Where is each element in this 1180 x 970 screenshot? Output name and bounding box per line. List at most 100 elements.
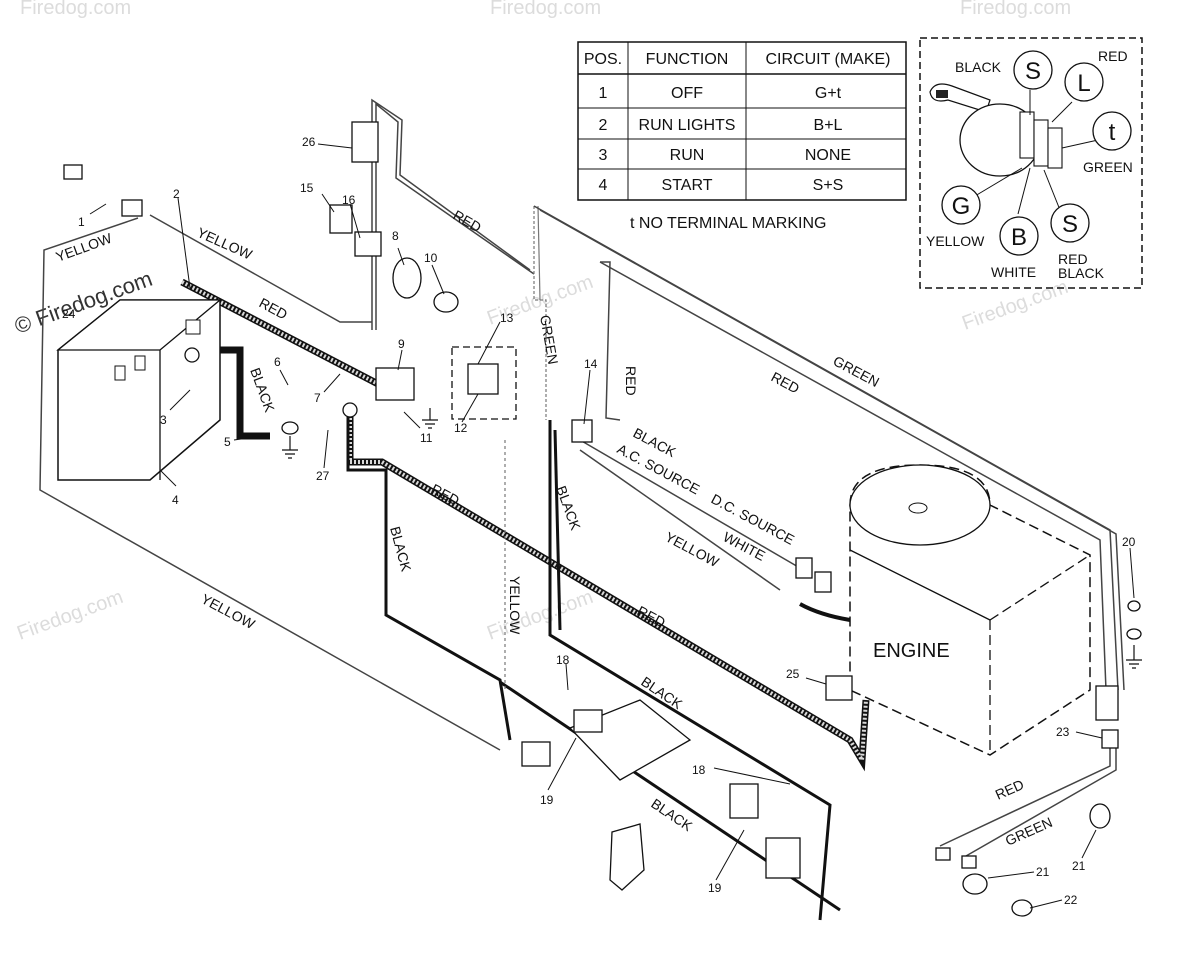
callout-number: 2	[173, 187, 180, 201]
callout-number: 3	[160, 413, 167, 427]
engine-label: ENGINE	[873, 640, 950, 662]
terminal-letter: G	[952, 193, 971, 220]
connector-icon	[121, 199, 143, 217]
callout-number: 4	[172, 493, 179, 507]
callout-number: 15	[300, 181, 314, 195]
callout-number: 7	[314, 391, 321, 405]
callout-number: 11	[420, 431, 433, 445]
wire-label: BLACK	[387, 525, 415, 574]
watermark: Firedog.com	[960, 0, 1071, 19]
connector-icon	[961, 855, 977, 869]
connector-icon	[63, 164, 83, 180]
connector-icon	[935, 847, 951, 861]
ground-icons	[282, 408, 1142, 669]
wire-label: WHITE	[991, 264, 1036, 280]
table-header: CIRCUIT (MAKE)	[765, 51, 890, 68]
connector-icon	[814, 571, 832, 593]
callout-number: 18	[692, 763, 706, 777]
terminal-letter: S	[1025, 58, 1041, 85]
connector-icon	[765, 837, 801, 879]
connector-icon	[521, 741, 551, 767]
table-cell: RUN	[670, 147, 705, 164]
wire-label: RED	[623, 366, 639, 396]
callout-number: 27	[316, 469, 330, 483]
washer-icon	[281, 421, 299, 435]
light-socket-icon	[962, 873, 988, 895]
screw-icon	[1127, 600, 1141, 612]
terminal-letter: S	[1062, 211, 1078, 238]
terminal-icon	[184, 347, 200, 363]
wire-label: YELLOW	[663, 529, 723, 571]
callout-number: 19	[540, 793, 554, 807]
callout-number: 18	[556, 653, 570, 667]
callout-number: 22	[1064, 893, 1078, 907]
function-table: POS. FUNCTION CIRCUIT (MAKE) 1 OFF G+t 2…	[577, 41, 907, 201]
watermark: Firedog.com	[20, 0, 131, 19]
callout-number: 21	[1072, 859, 1086, 873]
table-cell: 4	[599, 177, 608, 194]
solenoid-icon	[375, 367, 415, 401]
callout-number: 8	[392, 229, 399, 243]
bulb-icon	[1011, 899, 1033, 917]
callout-number: 9	[398, 337, 405, 351]
callout-number: 16	[342, 193, 356, 207]
table-cell: 1	[599, 85, 608, 102]
table-cell: OFF	[671, 85, 703, 102]
engine: ENGINE	[849, 464, 1091, 756]
callout-number: 10	[424, 251, 438, 265]
table-header: FUNCTION	[646, 51, 729, 68]
wire-label: RED	[769, 369, 803, 397]
table-cell: S+S	[813, 177, 844, 194]
table-cell: RUN LIGHTS	[639, 117, 736, 134]
components	[63, 121, 1142, 917]
switch-boundary	[451, 346, 517, 420]
connector-icon	[795, 557, 813, 579]
ignition-switch-inset: S L t G B S BLACK RED GREEN YELLOW WHITE…	[919, 37, 1143, 289]
battery	[56, 299, 222, 481]
terminal-letter: t	[1109, 119, 1116, 146]
wire-label: YELLOW	[507, 576, 523, 635]
terminal-icon	[342, 402, 358, 418]
table-cell: NONE	[805, 147, 851, 164]
wire-label: RED	[1058, 251, 1088, 267]
terminal-letter: L	[1077, 70, 1090, 97]
wire-label: GREEN	[1003, 814, 1055, 849]
wire-label: GREEN	[1083, 159, 1133, 175]
table-cell: 2	[599, 117, 608, 134]
callout-number: 5	[224, 435, 231, 449]
diode-icon	[825, 675, 853, 701]
wire-label: RED	[993, 776, 1027, 803]
callout-number: 23	[1056, 725, 1070, 739]
watermark: Firedog.com	[490, 0, 601, 19]
table-cell: START	[662, 177, 713, 194]
callout-number: 24	[62, 307, 76, 321]
callout-number: 12	[454, 421, 468, 435]
callout-number: 19	[708, 881, 722, 895]
ignition-switch-icon	[467, 363, 499, 395]
callout-number: 25	[786, 667, 800, 681]
wire-label: YELLOW	[54, 230, 115, 265]
callout-number: 1	[78, 215, 85, 229]
table-cell: G+t	[815, 85, 842, 102]
wire-label: YELLOW	[926, 233, 985, 249]
relay-icon	[351, 121, 379, 163]
terminal-letter: B	[1011, 224, 1027, 251]
light-socket-icon	[1089, 803, 1111, 829]
wire-label: BLACK	[648, 795, 696, 834]
table-header: POS.	[584, 51, 622, 68]
connector-icon	[1095, 685, 1119, 721]
connector-icon	[571, 419, 593, 443]
wire-label: RED	[451, 207, 485, 236]
wire-label: RED	[1098, 48, 1128, 64]
wire-label: GREEN	[537, 314, 561, 366]
callout-number: 13	[500, 311, 514, 325]
wire-label: BLACK	[955, 59, 1002, 75]
watermark: Firedog.com	[484, 586, 596, 645]
washer-icon	[1126, 628, 1142, 640]
wire-label: WHITE	[721, 529, 768, 564]
callout-number: 6	[274, 355, 281, 369]
watermark: Firedog.com	[14, 586, 126, 645]
table-cell: 3	[599, 147, 608, 164]
callout-number: 26	[302, 135, 316, 149]
